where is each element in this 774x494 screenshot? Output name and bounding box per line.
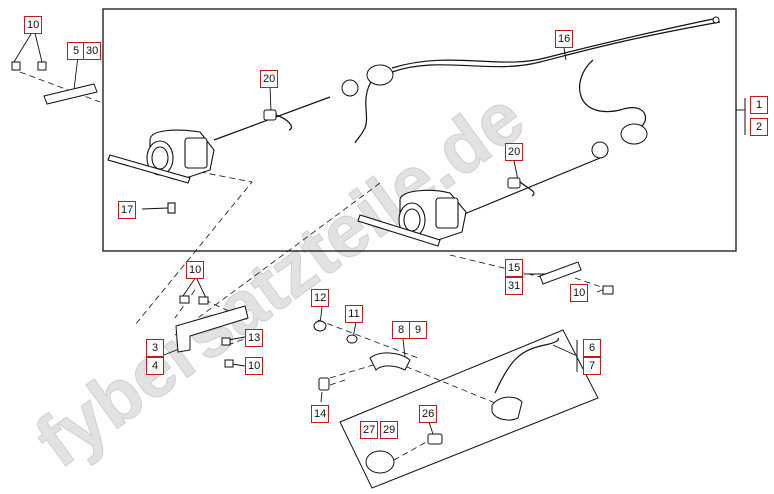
callout-27[interactable]: 27 (360, 421, 379, 439)
callout-31[interactable]: 31 (505, 277, 524, 295)
callout-4[interactable]: 4 (146, 357, 164, 375)
indicator-assembly-frame (339, 329, 599, 489)
callout-16[interactable]: 16 (555, 30, 574, 48)
callout-3[interactable]: 3 (146, 339, 164, 357)
callout-11[interactable]: 11 (345, 305, 363, 323)
watermark: fybersatzteile.de (21, 75, 539, 483)
callout-7[interactable]: 7 (583, 357, 601, 375)
callout-20-top[interactable]: 20 (260, 70, 279, 88)
callout-17[interactable]: 17 (118, 201, 137, 219)
callout-10-center[interactable]: 10 (186, 261, 205, 279)
callout-6[interactable]: 6 (583, 339, 601, 357)
headlight-left (107, 129, 215, 214)
callout-29[interactable]: 29 (380, 421, 399, 439)
leader-lines (13, 28, 745, 435)
headlight-assembly-frame (102, 8, 737, 252)
headlight-right (357, 189, 467, 247)
callout-10-right[interactable]: 10 (570, 284, 589, 302)
hardware-parts (11, 61, 614, 474)
callout-10-top-left[interactable]: 10 (24, 16, 43, 34)
callout-14[interactable]: 14 (311, 405, 330, 423)
callout-1[interactable]: 1 (750, 96, 768, 114)
callout-30[interactable]: 30 (83, 42, 102, 60)
callout-12[interactable]: 12 (311, 289, 330, 307)
callout-15[interactable]: 15 (505, 259, 524, 277)
callout-26[interactable]: 26 (419, 405, 438, 423)
callout-10-lower[interactable]: 10 (245, 357, 264, 375)
callout-13[interactable]: 13 (245, 329, 264, 347)
callout-8[interactable]: 8 (392, 321, 410, 339)
callout-2[interactable]: 2 (750, 118, 768, 136)
callout-9[interactable]: 9 (409, 321, 427, 339)
callout-20-middle[interactable]: 20 (505, 143, 524, 161)
connectors (263, 16, 720, 189)
wiring-harness (213, 17, 721, 394)
